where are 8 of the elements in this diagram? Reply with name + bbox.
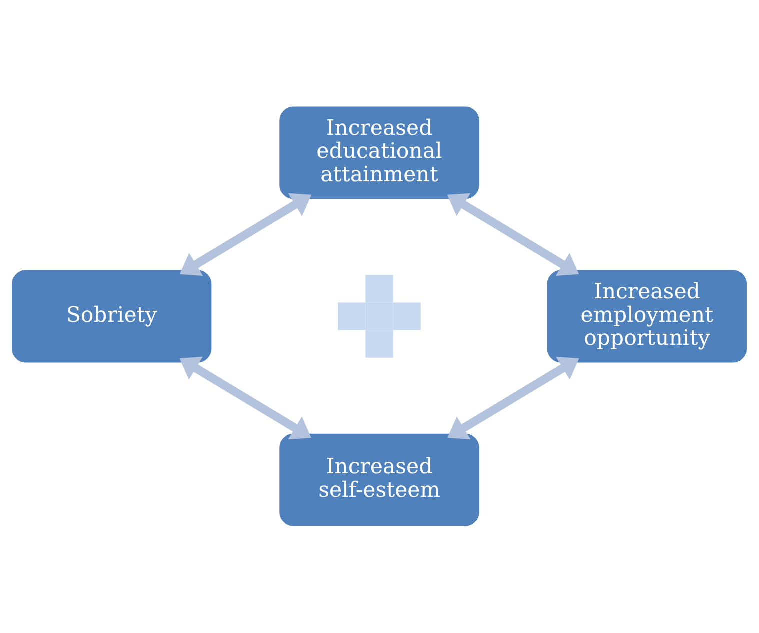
- arrow: [180, 356, 312, 440]
- node-box: Sobriety: [12, 270, 212, 363]
- arrow: [447, 193, 580, 276]
- arrow: [448, 356, 580, 440]
- node-box: Increased educational attainment: [280, 106, 480, 200]
- node-box: Increased self-esteem: [280, 434, 480, 526]
- arrow: [180, 193, 312, 276]
- node-box: Increased employment opportunity: [547, 270, 748, 363]
